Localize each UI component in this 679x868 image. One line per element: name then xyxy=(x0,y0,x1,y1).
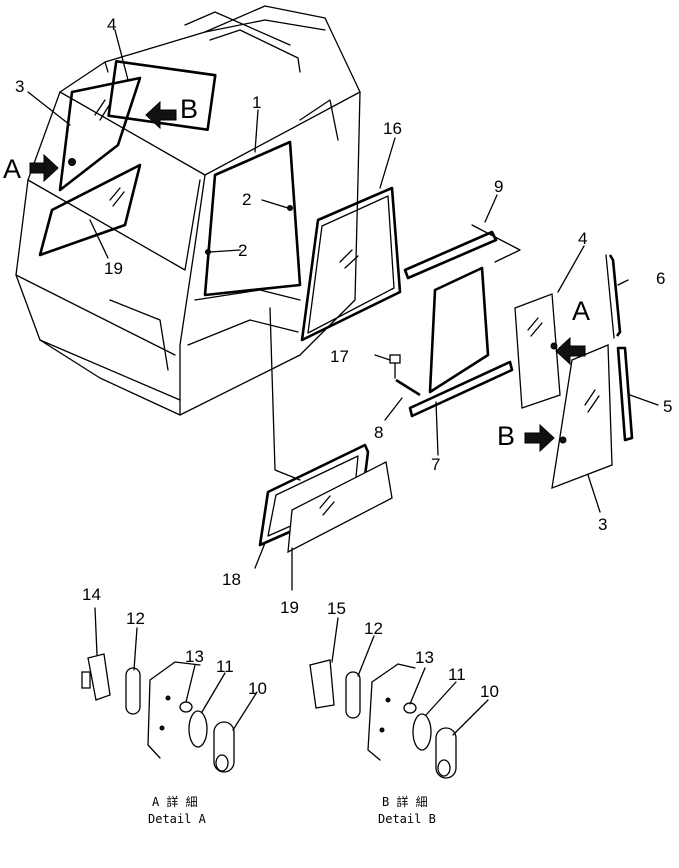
part-17-screw xyxy=(389,354,401,379)
callout-9: 9 xyxy=(494,177,503,196)
part-7-run xyxy=(408,266,514,418)
callout-3-cab: 3 xyxy=(15,77,24,96)
callout-6: 6 xyxy=(656,269,665,288)
callout-19-lower: 19 xyxy=(280,598,299,617)
arrow-a-left xyxy=(29,153,59,183)
callout-12-a: 12 xyxy=(126,609,145,628)
callout-19-cab: 19 xyxy=(104,259,123,278)
arrow-b-right xyxy=(524,423,555,453)
part-4-glass-right xyxy=(514,293,561,409)
callout-16: 16 xyxy=(383,119,402,138)
detail-b-caption-jp: B 詳 細 xyxy=(382,794,428,809)
callout-14: 14 xyxy=(82,585,101,604)
callout-15: 15 xyxy=(327,599,346,618)
callout-13-b: 13 xyxy=(415,648,434,667)
marker-b-top: B xyxy=(180,94,198,124)
part-6-seal xyxy=(605,254,622,339)
cab-body xyxy=(15,5,361,416)
part-16-glass xyxy=(300,186,402,342)
part-9-channel xyxy=(403,224,521,280)
marker-a-right: A xyxy=(572,296,590,326)
callout-5: 5 xyxy=(663,397,672,416)
arrow-b-top xyxy=(145,100,177,130)
detail-a-caption-en: Detail A xyxy=(148,812,207,826)
callout-2-lower: 2 xyxy=(238,241,247,260)
callout-18: 18 xyxy=(222,570,241,589)
part-3-glass-right xyxy=(551,344,613,490)
side-door-window xyxy=(203,140,302,297)
detail-b xyxy=(309,617,489,779)
callout-8: 8 xyxy=(374,423,383,442)
marker-b-right: B xyxy=(497,421,515,451)
callout-12-b: 12 xyxy=(364,619,383,638)
detail-a-caption-jp: A 詳 細 xyxy=(152,794,198,809)
arrow-a-right xyxy=(555,336,586,366)
part-8-stopper xyxy=(395,378,421,397)
callout-3-right: 3 xyxy=(598,515,607,534)
callout-1: 1 xyxy=(252,93,261,112)
part-19-glass-lower xyxy=(287,461,393,554)
callout-13-a: 13 xyxy=(185,647,204,666)
callout-11-a: 11 xyxy=(216,657,234,676)
marker-a-left: A xyxy=(3,154,21,184)
callout-7: 7 xyxy=(431,455,440,474)
callout-10-b: 10 xyxy=(480,682,499,701)
callout-11-b: 11 xyxy=(448,665,466,684)
detail-b-caption-en: Detail B xyxy=(378,812,436,826)
callout-17: 17 xyxy=(330,347,349,366)
part-5-seal xyxy=(616,346,634,442)
callout-2-upper: 2 xyxy=(242,190,251,209)
callout-4-right: 4 xyxy=(578,229,587,248)
detail-a xyxy=(81,607,258,773)
front-upper-window xyxy=(58,76,142,192)
leader-lines xyxy=(27,29,659,591)
callout-10-a: 10 xyxy=(248,679,267,698)
front-lower-window xyxy=(38,163,142,257)
callout-4-cab: 4 xyxy=(107,15,116,34)
